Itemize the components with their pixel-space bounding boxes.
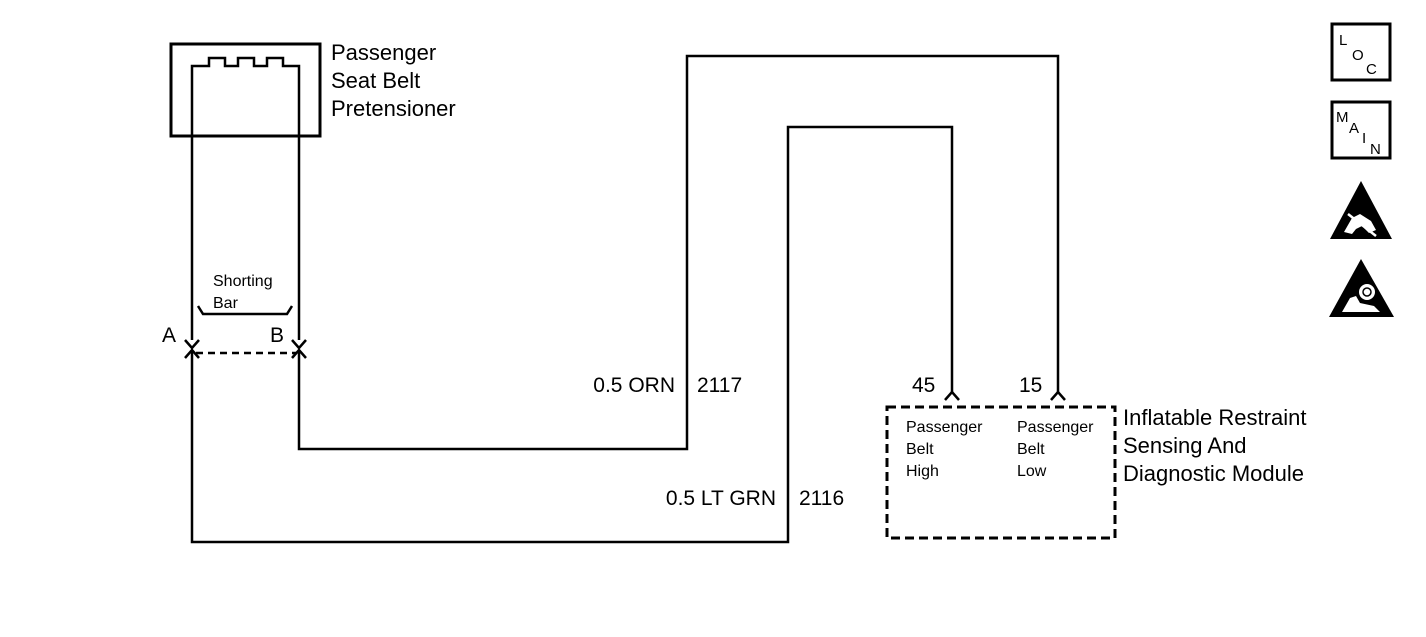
main-icon-letter-4: N	[1370, 141, 1381, 158]
airbag-warning-person	[1342, 296, 1380, 312]
module-high-line3: High	[906, 463, 939, 480]
loc-icon-letter-3: C	[1366, 61, 1377, 78]
shorting-bar-bracket	[196, 305, 294, 316]
module-pin-15-number: 15	[1019, 374, 1042, 397]
module-name-line3: Diagnostic Module	[1123, 461, 1304, 486]
esd-warning-triangle	[1330, 181, 1392, 239]
pretensioner-connector-shape	[190, 56, 301, 136]
wire-grn-circuit: 2116	[799, 487, 844, 510]
pretensioner-outline	[169, 42, 322, 138]
terminal-a-male-chevron	[184, 348, 200, 359]
module-pin-45-number: 45	[912, 374, 935, 397]
module-high-line1: Passenger	[906, 419, 983, 436]
wire-orn-circuit: 2117	[697, 374, 742, 397]
module-name-line1: Inflatable Restraint	[1123, 405, 1306, 430]
terminal-a-label: A	[162, 324, 176, 347]
wire-grn-gauge-color: 0.5 LT GRN	[666, 487, 776, 510]
shorting-bar: Shorting Bar	[196, 273, 296, 355]
pretensioner-component: Passenger Seat Belt Pretensioner	[169, 40, 456, 138]
module-pin-45-chevron	[944, 390, 960, 401]
pretensioner-label-line2: Seat Belt	[331, 68, 420, 93]
shorting-bar-label-line2: Bar	[213, 295, 239, 312]
wire-grn-2116: 0.5 LT GRN 2116	[190, 125, 954, 544]
pretensioner-label-line3: Pretensioner	[331, 96, 456, 121]
terminal-a-female-chevron	[184, 339, 200, 350]
loc-icon[interactable]: L O C	[1330, 22, 1392, 82]
loc-icon-frame	[1330, 22, 1392, 82]
pretensioner-label-line1: Passenger	[331, 40, 436, 65]
terminal-b-label: B	[270, 324, 284, 347]
restraint-module-outline	[885, 405, 1117, 540]
airbag-warning-bag	[1359, 284, 1375, 300]
module-name-line2: Sensing And	[1123, 433, 1247, 458]
airbag-warning-icon[interactable]	[1329, 259, 1394, 317]
main-icon[interactable]: M A I N	[1330, 100, 1392, 160]
esd-warning-icon[interactable]	[1330, 181, 1392, 239]
loc-icon-letter-2: O	[1352, 47, 1364, 64]
terminal-b-male-chevron	[291, 348, 307, 359]
module-low-line3: Low	[1017, 463, 1047, 480]
module-pin-15: 15	[1019, 374, 1066, 401]
module-pin-45: 45	[912, 374, 960, 401]
module-high-line2: Belt	[906, 441, 934, 458]
module-pin-15-chevron	[1050, 390, 1066, 401]
main-icon-letter-1: M	[1336, 109, 1349, 126]
wire-orn-2117: 0.5 ORN 2117	[297, 54, 1060, 451]
module-low-line2: Belt	[1017, 441, 1045, 458]
wire-orn-gauge-color: 0.5 ORN	[593, 374, 675, 397]
terminal-b-female-chevron	[291, 339, 307, 350]
main-icon-letter-3: I	[1362, 130, 1366, 147]
loc-icon-letter-1: L	[1339, 32, 1347, 49]
main-icon-frame	[1330, 100, 1392, 160]
terminal-b: B	[270, 324, 307, 359]
restraint-module: Passenger Belt High Passenger Belt Low I…	[885, 405, 1306, 540]
airbag-warning-bag-inner	[1362, 287, 1372, 297]
esd-warning-slash	[1347, 213, 1377, 237]
terminal-a: A	[162, 324, 200, 359]
wire-orn-path	[297, 54, 1060, 451]
shorting-bar-label-line1: Shorting	[213, 273, 273, 290]
main-icon-letter-2: A	[1349, 120, 1359, 137]
module-low-line1: Passenger	[1017, 419, 1094, 436]
wire-grn-path	[190, 125, 954, 544]
